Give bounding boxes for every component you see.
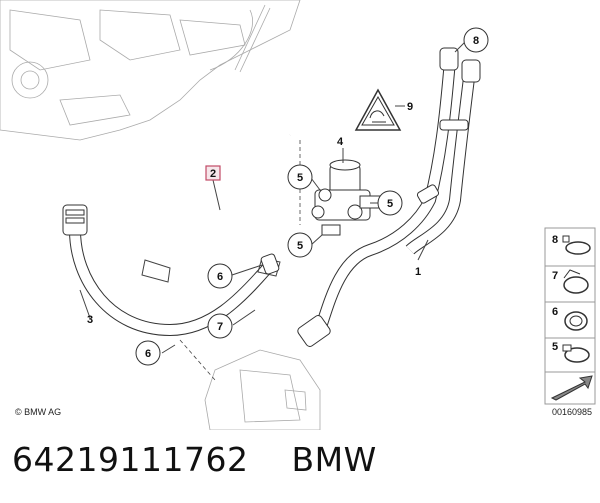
callout-1: 1 xyxy=(415,266,421,278)
svg-text:7: 7 xyxy=(217,321,223,333)
hose-1 xyxy=(297,47,481,347)
part-footer: 64219111762 BMW xyxy=(12,440,377,479)
hose-2 xyxy=(112,130,293,283)
callout-4: 4 xyxy=(337,136,344,148)
legend-panel: 8 7 6 5 xyxy=(544,227,596,405)
callout-6b: 6 xyxy=(135,340,161,366)
svg-text:5: 5 xyxy=(297,240,303,252)
warning-label-9 xyxy=(354,88,402,131)
clamp-parts xyxy=(260,253,280,275)
part-number: 64219111762 xyxy=(12,440,249,479)
callout-6a: 6 xyxy=(207,263,233,289)
callout-9: 9 xyxy=(407,101,413,113)
svg-text:1: 1 xyxy=(415,266,421,278)
brand-name: BMW xyxy=(291,440,377,479)
svg-text:6: 6 xyxy=(217,271,223,283)
svg-text:5: 5 xyxy=(387,198,393,210)
svg-text:2: 2 xyxy=(210,168,216,180)
callout-5c: 5 xyxy=(377,190,403,216)
valve-4 xyxy=(311,159,381,236)
callout-3: 3 xyxy=(87,314,93,326)
svg-text:4: 4 xyxy=(337,136,344,148)
svg-text:3: 3 xyxy=(87,314,93,326)
svg-text:6: 6 xyxy=(145,348,151,360)
svg-text:8: 8 xyxy=(473,35,479,47)
engine-block xyxy=(0,0,301,141)
svg-text:8: 8 xyxy=(552,234,558,246)
callout-2: 2 xyxy=(205,165,221,181)
diagram-number: 00160985 xyxy=(552,407,592,417)
parts-diagram: .line { stroke:#444; stroke-width:1; fil… xyxy=(0,0,596,430)
svg-text:5: 5 xyxy=(297,172,303,184)
svg-text:5: 5 xyxy=(552,341,558,353)
hose-3 xyxy=(62,204,281,337)
svg-text:9: 9 xyxy=(407,101,413,113)
copyright-text: © BMW AG xyxy=(15,407,61,417)
callout-5a: 5 xyxy=(287,164,313,190)
leader-lines xyxy=(79,41,466,381)
callout-8: 8 xyxy=(463,27,489,53)
svg-text:6: 6 xyxy=(552,306,558,318)
callout-5b: 5 xyxy=(287,232,313,258)
pump-housing xyxy=(204,349,321,430)
callout-7: 7 xyxy=(207,313,233,339)
svg-text:7: 7 xyxy=(552,270,558,282)
